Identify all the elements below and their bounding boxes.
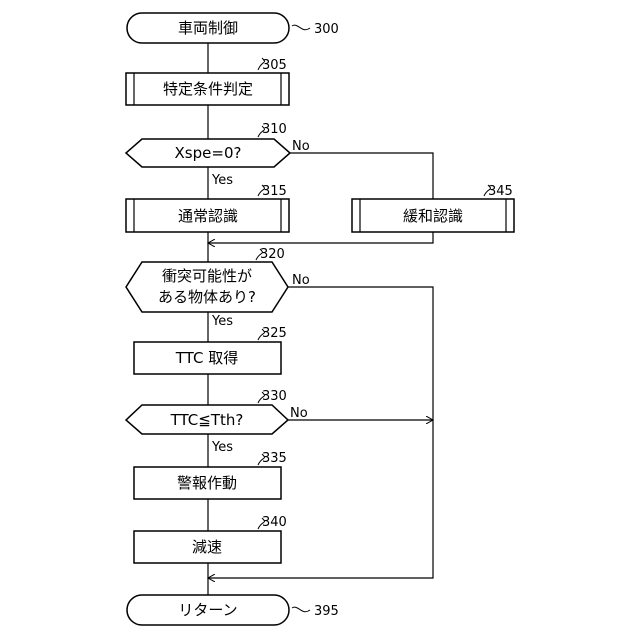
ttc-yes: Yes	[211, 440, 233, 455]
normal-recog-label: 通常認識	[178, 207, 238, 225]
ref-320: 320	[260, 247, 285, 262]
ref-305: 305	[262, 58, 287, 73]
object-no: No	[292, 273, 310, 288]
xspe-yes: Yes	[211, 173, 233, 188]
decel-label: 減速	[192, 538, 222, 556]
ref-300: 300	[314, 22, 339, 37]
ref-340: 340	[262, 515, 287, 530]
object-yes: Yes	[211, 314, 233, 329]
decision-ttc-label: TTC≦Tth?	[170, 411, 244, 429]
xspe-no: No	[292, 139, 310, 154]
start-label: 車両制御	[178, 19, 238, 37]
decision-xspe-label: Xspe=0?	[175, 144, 242, 162]
ref-335: 335	[262, 451, 287, 466]
ref-325: 325	[262, 326, 287, 341]
decision-object-line1: 衝突可能性が	[162, 267, 252, 285]
ref-315: 315	[262, 184, 287, 199]
ref-310: 310	[262, 122, 287, 137]
ref-395: 395	[314, 604, 339, 619]
alarm-label: 警報作動	[177, 474, 237, 492]
end-label: リターン	[178, 601, 237, 619]
ref-345: 345	[488, 184, 513, 199]
relaxed-recog-label: 緩和認識	[403, 207, 463, 225]
decision-object-line2: ある物体あり?	[158, 288, 256, 306]
ref-330: 330	[262, 389, 287, 404]
ttc-no: No	[290, 406, 308, 421]
ttc-get-label: TTC 取得	[175, 349, 238, 367]
judge-label: 特定条件判定	[163, 80, 253, 98]
